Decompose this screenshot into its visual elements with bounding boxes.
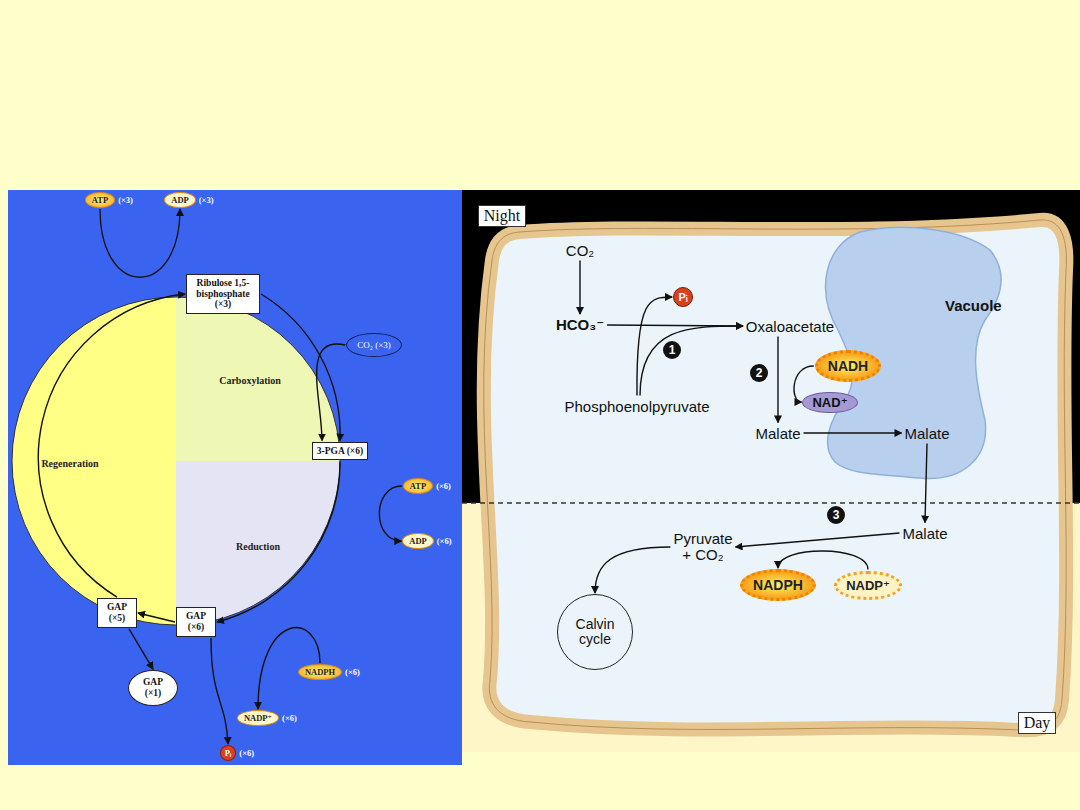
callout-number: 3	[827, 506, 845, 524]
node-text: ADP	[164, 192, 195, 208]
cofactor-oval: NADP⁺(×6)	[237, 710, 297, 726]
arrow-connector	[317, 344, 346, 441]
vacuole-label: Vacuole	[945, 297, 1002, 314]
arrow-connector	[777, 337, 778, 423]
metabolite: Malate	[753, 424, 802, 443]
node-text: ATP	[85, 192, 115, 208]
node-text: NADPH	[753, 577, 803, 593]
node-text: ADP	[402, 533, 433, 549]
cofactor-oval: Pᵢ(×6)	[220, 745, 254, 761]
node-text: NADH	[828, 358, 868, 374]
node-text: Ribulose 1,5-bisphosphate	[191, 278, 255, 300]
node-text: NADPH	[298, 664, 342, 680]
metabolite: Phosphoenolpyruvate	[562, 397, 711, 416]
count-text: (×6)	[345, 667, 360, 677]
arrow-connector	[595, 547, 670, 593]
cofactor-oval: NAD⁺	[802, 392, 857, 413]
cofactor-burst: NADPH	[740, 569, 816, 601]
node-text: ATP	[403, 478, 433, 494]
process-box: GAP (×6)	[176, 607, 216, 637]
cofactor-oval: NADPH(×6)	[298, 664, 360, 680]
node-text: Reduction	[236, 541, 280, 552]
process-box: Ribulose 1,5-bisphosphate(×3)	[186, 274, 260, 315]
node-text: Phosphoenolpyruvate	[564, 398, 709, 415]
node-text: Carboxylation	[219, 375, 281, 386]
node-text: GAP (×5)	[102, 602, 132, 624]
node-text: Malate	[902, 525, 947, 542]
arrow-connector	[100, 209, 180, 277]
cell-membrane	[484, 220, 1067, 730]
count-text: (×3)	[118, 195, 133, 205]
node-text: Pᵢ	[679, 291, 688, 303]
count-text: (×6)	[239, 748, 254, 758]
period-label: Day	[1018, 712, 1057, 734]
arrow-connector	[579, 261, 580, 315]
arrow-connector	[379, 486, 401, 541]
arrow-connector	[38, 294, 185, 597]
node-text: CO₂	[566, 242, 594, 259]
node-text: GAP (×1)	[143, 677, 163, 698]
count-text: (×6)	[437, 536, 452, 546]
cycle-circle: Calvin cycle	[557, 594, 633, 670]
node-text: NAD⁺	[812, 395, 847, 410]
metabolite: Malate	[900, 524, 949, 543]
count-text: (×6)	[282, 713, 297, 723]
region-label: Regeneration	[40, 457, 99, 470]
node-text: Calvin cycle	[564, 617, 626, 648]
input-oval: CO₂ (×3)	[346, 333, 401, 357]
arrow-connector	[217, 461, 340, 622]
metabolite: HCO₃⁻	[554, 315, 606, 335]
arrow-connector	[138, 613, 175, 622]
region-label: Carboxylation	[218, 374, 282, 387]
metabolite: Pyruvate + CO₂	[671, 530, 734, 565]
node-text: Regeneration	[41, 458, 98, 469]
calvin-pie	[0, 290, 346, 631]
node-text: GAP (×6)	[181, 611, 211, 633]
callout-number: 1	[663, 341, 681, 359]
arrow-connector	[211, 638, 228, 744]
metabolite: Oxaloacetate	[744, 317, 836, 336]
node-text: NADP⁺	[237, 710, 279, 726]
node-text: Malate	[904, 425, 949, 442]
cell-outline	[484, 220, 1067, 730]
metabolite: CO₂	[564, 241, 596, 260]
cofactor-oval: ADP (×6)	[402, 533, 451, 549]
arrow-connector	[129, 629, 153, 669]
arrow-connector	[778, 551, 868, 570]
region-label: Reduction	[235, 540, 281, 553]
arrow-connector	[804, 432, 902, 433]
cofactor-oval: NADP⁺	[834, 571, 902, 600]
node-text: Pᵢ	[220, 745, 237, 761]
node-text: CO₂ (×3)	[357, 340, 390, 350]
count-text: (×3)	[199, 195, 214, 205]
cofactor-oval: ATP(×6)	[403, 478, 451, 494]
node-text: HCO₃⁻	[556, 316, 604, 333]
callout-number: 2	[750, 364, 768, 382]
cycle-outline	[12, 297, 340, 625]
process-box: GAP (×5)	[97, 598, 137, 628]
count-text: (×3)	[191, 299, 255, 310]
node-text: Malate	[755, 425, 800, 442]
cofactor-burst: NADH	[815, 350, 881, 382]
node-text: NADP⁺	[846, 578, 890, 593]
cofactor-oval: ADP (×3)	[164, 192, 213, 208]
cofactor-oval: ATP(×3)	[85, 192, 133, 208]
metabolite: Malate	[902, 424, 951, 443]
day-night-divider	[462, 502, 1080, 504]
arrow-connector	[736, 533, 900, 547]
process-box: 3-PGA (×6)	[312, 442, 368, 461]
count-text: (×6)	[436, 481, 451, 491]
arrow-connector	[261, 294, 340, 441]
phosphate-circle: Pᵢ	[673, 287, 693, 307]
period-label: Night	[478, 205, 526, 227]
node-text: Pyruvate + CO₂	[673, 530, 732, 564]
arrow-connector	[640, 326, 743, 396]
node-text: Oxaloacetate	[746, 318, 834, 335]
arrow-connector	[925, 444, 927, 523]
product-oval: GAP (×1)	[128, 670, 178, 706]
node-text: 3-PGA (×6)	[317, 446, 363, 457]
